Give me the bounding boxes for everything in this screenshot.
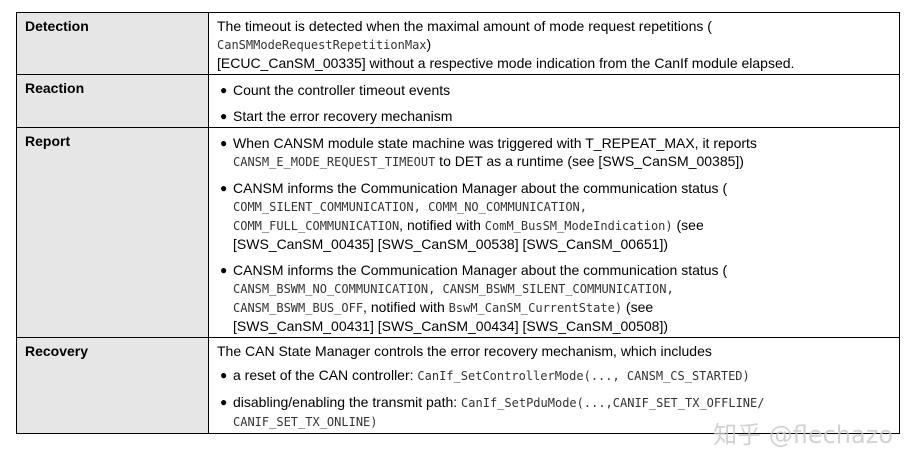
row-content-recovery: The CAN State Manager controls the error… (208, 337, 900, 434)
bullet-icon: ● (220, 395, 228, 409)
detection-line-3: [ECUC_CanSM_00335] without a respective … (217, 55, 795, 71)
list-item: ● When CANSM module state machine was tr… (220, 135, 757, 169)
code-text: CanIf_SetPduMode(...,CANIF_SET_TX_OFFLIN… (461, 396, 765, 410)
list-item: ● Count the controller timeout events (220, 82, 451, 98)
code-text: CANSM_BSWM_BUS_OFF (233, 301, 364, 315)
table-row-report: Report ● When CANSM module state machine… (16, 127, 900, 338)
recovery-intro: The CAN State Manager controls the error… (217, 343, 712, 359)
code-text: CANIF_SET_TX_ONLINE) (233, 415, 378, 429)
spec-table: Detection The timeout is detected when t… (16, 12, 900, 434)
code-text: CANSM_BSWM_NO_COMMUNICATION, CANSM_BSWM_… (233, 282, 674, 296)
table-row-reaction: Reaction ● Count the controller timeout … (16, 74, 900, 128)
bullet-icon: ● (220, 83, 228, 97)
bullet-icon: ● (220, 263, 228, 277)
list-item: ● disabling/enabling the transmit path: … (220, 394, 765, 429)
code-text: COMM_SILENT_COMMUNICATION, COMM_NO_COMMU… (233, 200, 588, 214)
row-content-report: ● When CANSM module state machine was tr… (208, 127, 900, 338)
bullet-icon: ● (220, 368, 228, 382)
code-text: BswM_CanSM_CurrentState) (448, 301, 623, 315)
code-text: COMM_FULL_COMMUNICATION (233, 219, 400, 233)
detection-line-2: CanSMModeRequestRepetitionMax) (217, 36, 432, 52)
row-content-detection: The timeout is detected when the maximal… (208, 12, 900, 75)
code-text: CANSM_E_MODE_REQUEST_TIMEOUT (233, 155, 436, 169)
row-header-detection: Detection (16, 12, 209, 75)
bullet-icon: ● (220, 109, 228, 123)
list-item: ● a reset of the CAN controller: CanIf_S… (220, 367, 750, 383)
list-item: ● CANSM informs the Communication Manage… (220, 262, 728, 334)
list-item: ● CANSM informs the Communication Manage… (220, 180, 728, 252)
row-header-recovery: Recovery (16, 337, 209, 434)
row-header-report: Report (16, 127, 209, 338)
table-row-detection: Detection The timeout is detected when t… (16, 12, 900, 75)
table-row-recovery: Recovery The CAN State Manager controls … (16, 337, 900, 434)
code-text: CanIf_SetControllerMode(..., CANSM_CS_ST… (417, 369, 750, 383)
bullet-icon: ● (220, 181, 228, 195)
list-item: ● Start the error recovery mechanism (220, 108, 453, 124)
watermark: 知乎 @flechazo (713, 421, 893, 449)
code-text: ComM_BusSM_ModeIndication) (484, 219, 673, 233)
bullet-icon: ● (220, 136, 228, 150)
detection-line-1: The timeout is detected when the maximal… (217, 18, 712, 34)
row-content-reaction: ● Count the controller timeout events ● … (208, 74, 900, 128)
code-text: CanSMModeRequestRepetitionMax (217, 38, 427, 52)
row-header-reaction: Reaction (16, 74, 209, 128)
